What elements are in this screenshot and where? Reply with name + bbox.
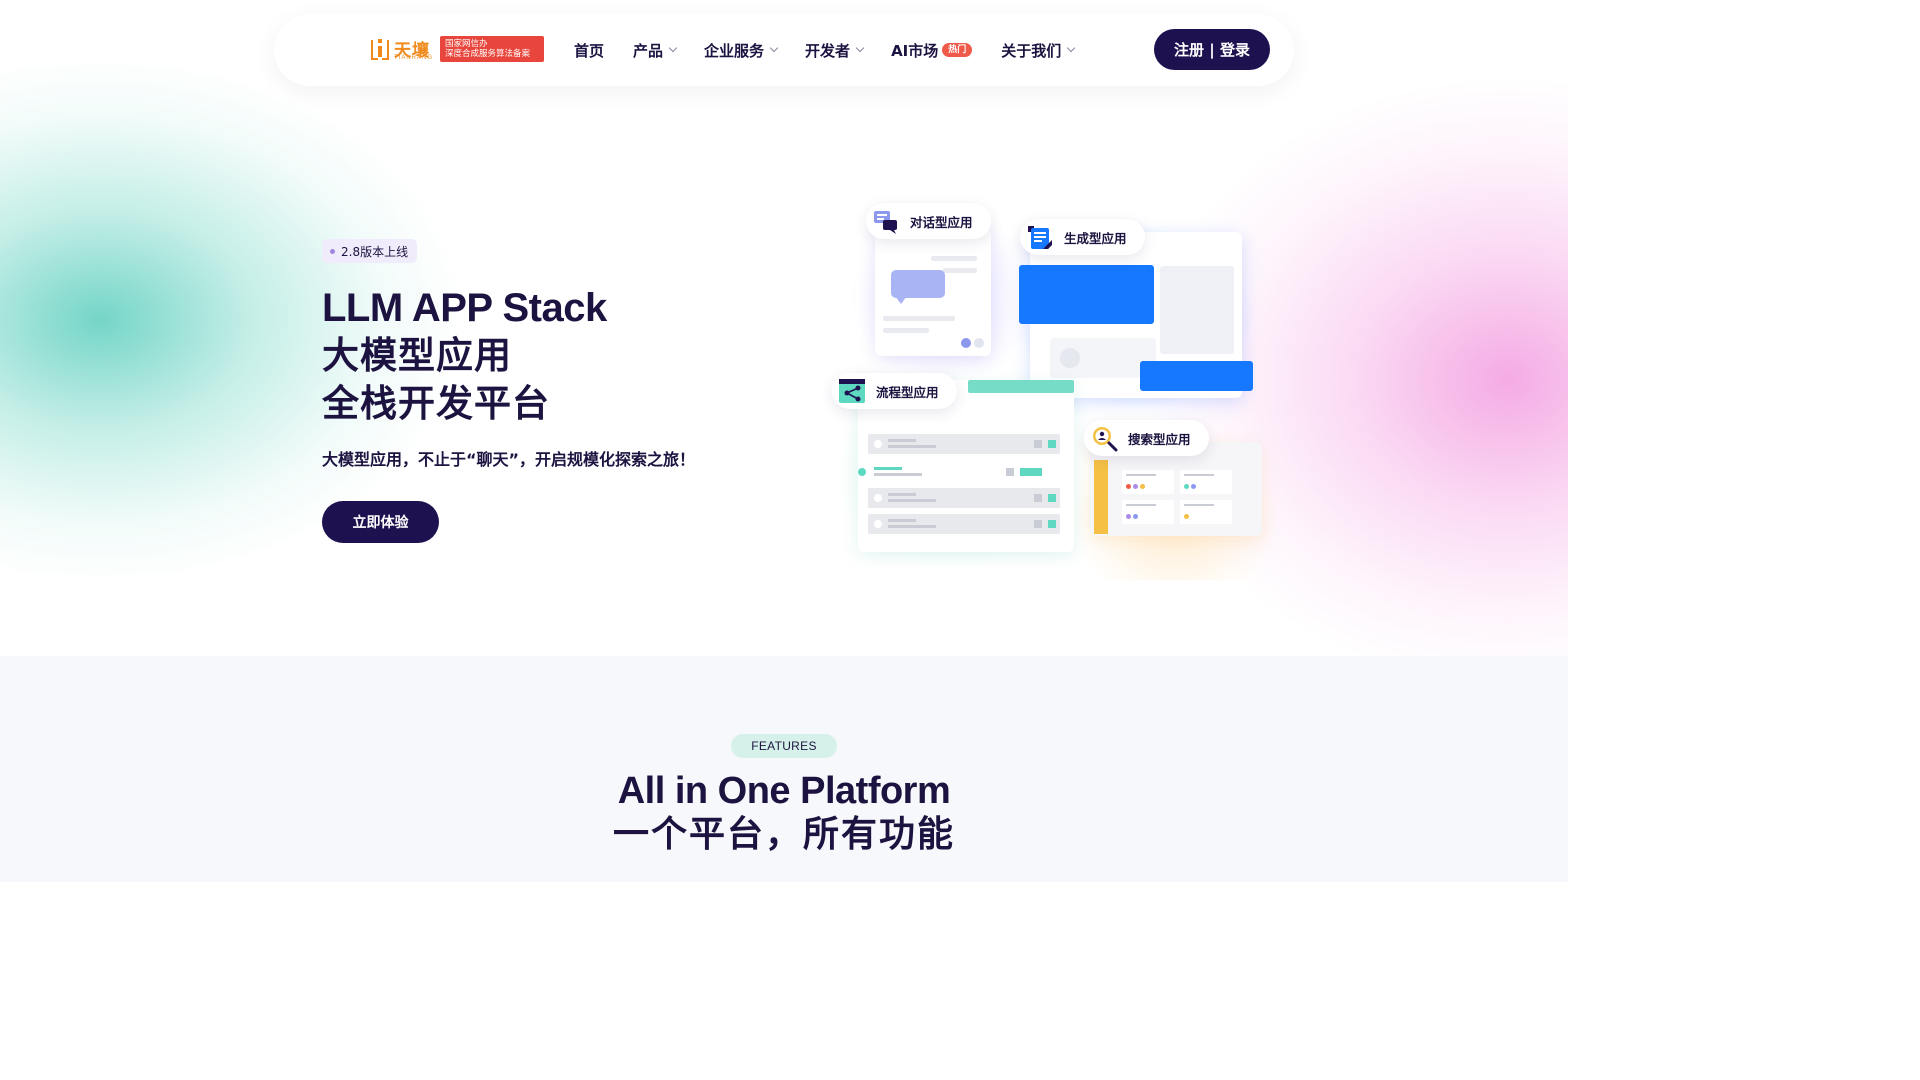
flow-row — [868, 434, 1060, 454]
brand-name-en: TIANRANG — [394, 55, 434, 61]
hero-title-cn-line1: 大模型应用 — [322, 334, 512, 377]
teal-header-bar — [968, 380, 1074, 393]
register-login-button[interactable]: 注册 | 登录 — [1154, 29, 1270, 70]
pill-label: 流程型应用 — [876, 384, 939, 400]
nav-item-label: AI市场 — [891, 41, 939, 60]
flow-row — [868, 488, 1060, 508]
hero-title-cn-line2: 全栈开发平台 — [322, 382, 550, 425]
nav-item-ai-market[interactable]: AI市场 热门 — [891, 40, 973, 61]
nav-item-about[interactable]: 关于我们 — [1001, 40, 1076, 61]
result-tile — [1122, 470, 1174, 494]
beian-badge: 国家网信办 深度合成服务算法备案 — [440, 36, 544, 62]
result-tile — [1180, 470, 1232, 494]
brand-name-cn: 天壤 — [394, 41, 430, 61]
chevron-down-icon — [1067, 43, 1076, 53]
top-navbar: 天壤 TIANRANG 国家网信办 深度合成服务算法备案 首页 产品 企业服务 … — [274, 14, 1294, 86]
placeholder-line — [883, 316, 955, 321]
dot — [974, 338, 984, 348]
features-title-cn: 一个平台，所有功能 — [612, 814, 955, 855]
placeholder-line — [943, 268, 977, 273]
chevron-down-icon — [668, 43, 678, 53]
nav-item-label: 开发者 — [805, 41, 851, 60]
share-flow-icon — [839, 379, 865, 403]
nav-item-label: 关于我们 — [1001, 41, 1062, 60]
chat-bubble — [891, 270, 945, 298]
chevron-down-icon — [769, 43, 779, 53]
blue-content-block — [1019, 265, 1154, 324]
nav-item-home[interactable]: 首页 — [574, 40, 604, 61]
search-user-icon — [1093, 427, 1118, 452]
nav-item-enterprise[interactable]: 企业服务 — [704, 40, 779, 61]
pill-label: 生成型应用 — [1064, 230, 1127, 246]
badge-dot-icon — [330, 248, 335, 254]
features-section — [0, 656, 1568, 882]
nav-item-label: 企业服务 — [704, 41, 765, 60]
avatar-placeholder — [1060, 348, 1080, 368]
hero-title: LLM APP Stack — [322, 286, 607, 330]
app-types-illustration: 对话型应用 生成型应用 流程型应用 — [830, 200, 1280, 580]
beian-line-1: 国家网信办 — [445, 39, 488, 49]
nav-item-developer[interactable]: 开发者 — [805, 40, 865, 61]
version-badge-label: 2.8版本上线 — [341, 244, 409, 259]
chevron-down-icon — [855, 43, 865, 53]
chat-icon — [874, 211, 897, 234]
tianrang-logo-icon — [371, 39, 389, 60]
result-tile — [1122, 500, 1174, 524]
nav-menu: 首页 产品 企业服务 开发者 AI市场 热门 关于我们 — [574, 14, 1076, 86]
nav-item-label: 首页 — [574, 41, 605, 60]
placeholder-line — [883, 328, 929, 333]
hero-subtitle: 大模型应用，不止于“聊天”，开启规模化探索之旅！ — [322, 450, 696, 469]
placeholder-block — [1160, 266, 1234, 354]
pill-label: 搜索型应用 — [1128, 431, 1191, 447]
brand-logo[interactable]: 天壤 TIANRANG 国家网信办 深度合成服务算法备案 — [370, 36, 546, 64]
placeholder-line — [931, 256, 977, 261]
flow-row-active — [858, 462, 1060, 482]
result-tile — [1180, 500, 1232, 524]
blue-action-block — [1140, 361, 1253, 391]
pill-flow-app[interactable]: 流程型应用 — [832, 373, 957, 409]
features-badge: FEATURES — [731, 734, 837, 758]
generate-app-card — [1019, 232, 1253, 398]
pill-search-app[interactable]: 搜索型应用 — [1084, 420, 1209, 456]
pill-chat-app[interactable]: 对话型应用 — [866, 203, 991, 239]
chat-bubble-tail — [895, 296, 907, 304]
nav-item-products[interactable]: 产品 — [633, 40, 678, 61]
chat-app-card — [875, 228, 991, 356]
flow-row — [868, 514, 1060, 534]
hero-section — [0, 0, 1568, 656]
features-title: All in One Platform — [617, 770, 951, 812]
document-icon — [1028, 226, 1052, 249]
flow-app-card — [858, 380, 1074, 552]
pill-label: 对话型应用 — [910, 214, 973, 230]
dot — [961, 338, 971, 348]
try-now-button[interactable]: 立即体验 — [322, 501, 439, 543]
version-badge[interactable]: 2.8版本上线 — [322, 239, 418, 263]
hot-badge: 热门 — [942, 43, 973, 57]
beian-line-2: 深度合成服务算法备案 — [445, 49, 531, 59]
nav-item-label: 产品 — [633, 41, 664, 60]
search-app-card — [1090, 442, 1262, 536]
yellow-side-bar — [1094, 460, 1108, 534]
pill-generate-app[interactable]: 生成型应用 — [1020, 219, 1145, 255]
